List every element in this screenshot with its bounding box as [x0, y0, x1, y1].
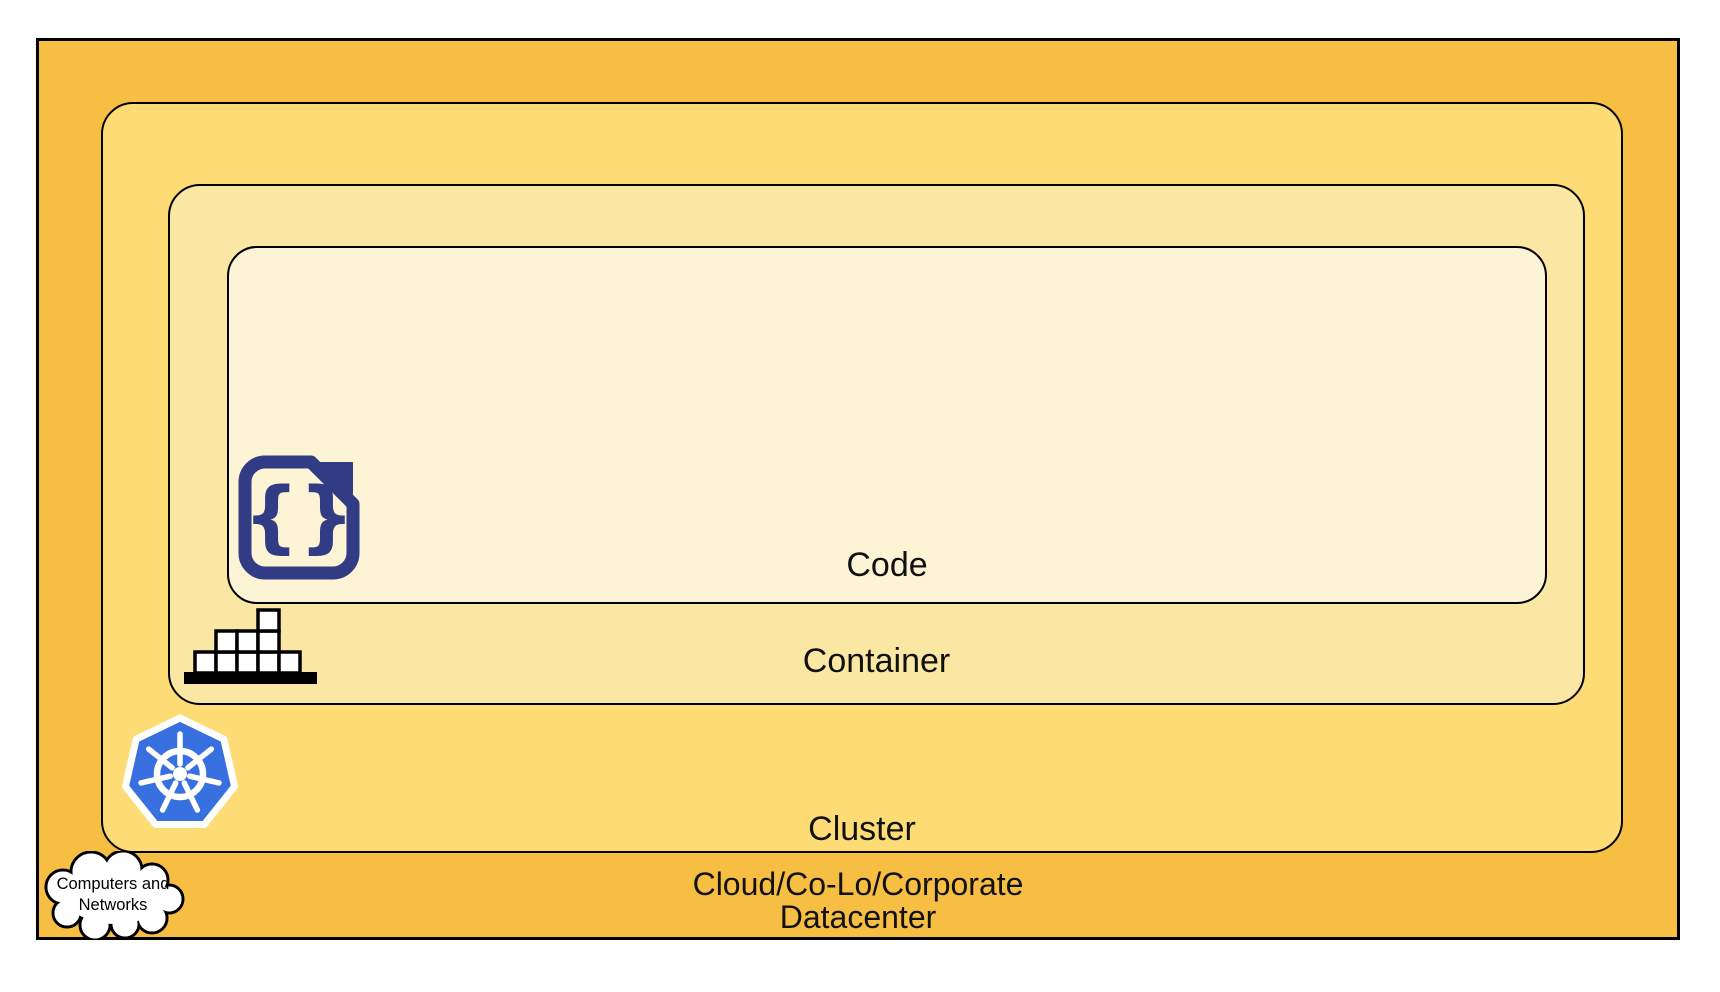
folded-corner: [306, 462, 353, 509]
datacenter-label: Cloud/Co-Lo/Corporate Datacenter: [39, 868, 1677, 934]
datacenter-layer: Code Container Cluster Cloud/Co-Lo/Corpo…: [36, 38, 1680, 940]
cluster-layer: Code Container Cluster: [101, 102, 1623, 853]
container-label: Container: [802, 642, 951, 680]
kubernetes-icon: [118, 712, 242, 838]
cloud-text-line1: Computers and: [56, 875, 170, 893]
code-file-icon: {}: [238, 455, 360, 582]
wheel-hub: [173, 767, 187, 781]
curly-braces-glyph: {}: [243, 472, 354, 562]
computers-networks-cloud: Computers and Networks: [39, 851, 187, 940]
container-ship-icon: [183, 608, 318, 686]
ship-deck: [184, 672, 317, 684]
cloud-fill: [47, 852, 182, 939]
cloud-text-line2: Networks: [78, 896, 148, 914]
container-layer: Code Container: [168, 184, 1585, 705]
cluster-label: Cluster: [808, 810, 916, 848]
datacenter-label-line2: Datacenter: [779, 899, 937, 935]
datacenter-label-line1: Cloud/Co-Lo/Corporate: [692, 866, 1024, 902]
cloud-callout-text: Computers and Networks: [39, 874, 187, 916]
wheel-spokes: [138, 731, 222, 813]
code-label: Code: [846, 546, 928, 584]
code-layer: Code: [227, 246, 1547, 604]
